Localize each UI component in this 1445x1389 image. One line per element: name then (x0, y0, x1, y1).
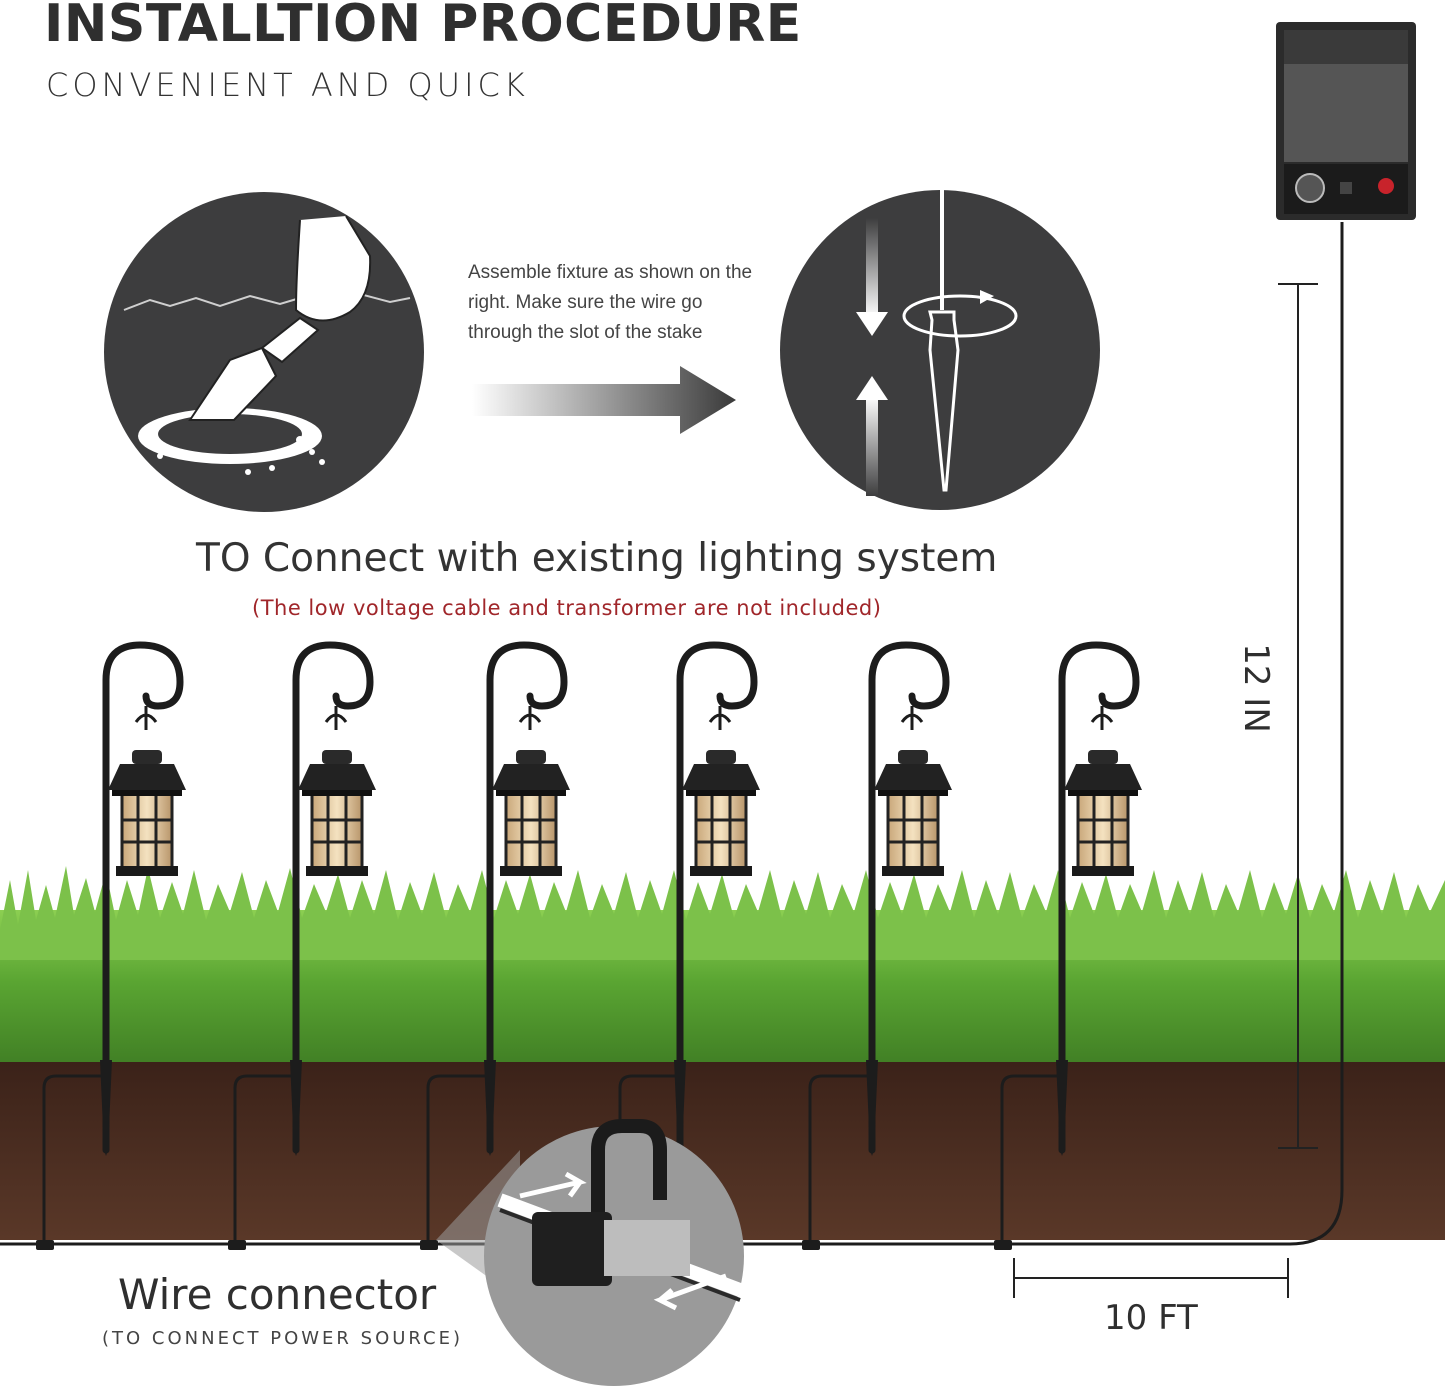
cable-clips (36, 1240, 1012, 1250)
dimension-12in (1278, 283, 1318, 1149)
spacing-dimension-label: 10 FT (1104, 1298, 1198, 1338)
lantern-fixture (100, 641, 186, 1156)
wire-connector-sublabel: (TO CONNECT POWER SOURCE) (102, 1328, 463, 1349)
arrow-right-icon (472, 366, 736, 434)
page-title: INSTALLTION PROCEDURE (44, 0, 802, 54)
dimension-10ft (1013, 1258, 1289, 1298)
grass-band (0, 866, 1445, 1070)
page-subtitle: CONVENIENT AND QUICK (46, 66, 529, 104)
trowel-digging-icon (104, 192, 424, 512)
depth-dimension-label: 12 IN (1236, 643, 1276, 733)
assembly-instruction: Assemble fixture as shown on the right. … (468, 262, 753, 343)
wire-connector-closeup (436, 1119, 744, 1386)
lantern-fixtures (100, 641, 1142, 1156)
transformer-box (1276, 22, 1416, 220)
not-included-note: (The low voltage cable and transformer a… (252, 596, 882, 620)
stake-rotate-icon (780, 190, 1100, 510)
connect-heading: TO Connect with existing lighting system (196, 536, 998, 581)
underground-cable (0, 222, 1344, 1246)
wire-connector-label: Wire connector (118, 1270, 437, 1319)
